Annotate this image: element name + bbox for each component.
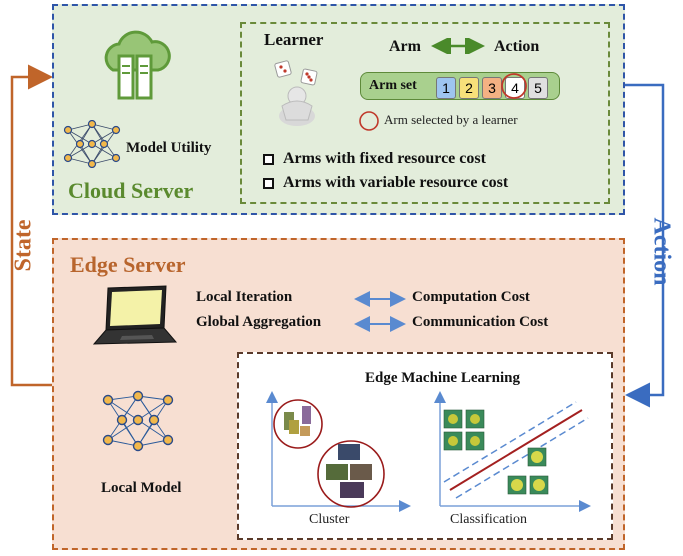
action-label-inner: Action <box>494 38 540 55</box>
iteration-cost-double-arrow <box>354 291 406 307</box>
arm-2[interactable]: 2 <box>459 77 479 99</box>
local-model-label: Local Model <box>101 480 182 496</box>
arm-action-double-arrow <box>431 38 485 54</box>
cloud-server-title: Cloud Server <box>68 178 194 203</box>
aggregation-cost-double-arrow <box>354 316 406 332</box>
model-utility-label: Model Utility <box>126 140 212 156</box>
learner-juggling-dice-icon <box>274 60 318 126</box>
classification-label: Classification <box>450 512 527 527</box>
learner-panel <box>240 22 610 204</box>
arm-set-bar: Arm set 1 2 3 4 5 <box>360 72 560 100</box>
selection-legend-circle-icon <box>359 111 379 131</box>
edge-server-title: Edge Server <box>70 252 186 277</box>
classification-plot <box>434 391 591 512</box>
laptop-icon <box>92 285 178 345</box>
arm-3[interactable]: 3 <box>482 77 502 99</box>
action-label: Action <box>648 217 675 286</box>
fixed-cost-label: Arms with fixed resource cost <box>283 150 486 167</box>
edge-machine-learning-panel <box>237 352 613 540</box>
cluster-label: Cluster <box>309 512 350 527</box>
state-label: State <box>10 219 37 272</box>
neural-network-icon <box>63 120 121 168</box>
arm-label: Arm <box>389 38 421 55</box>
global-aggregation-label: Global Aggregation <box>196 314 322 330</box>
local-iteration-label: Local Iteration <box>196 289 293 305</box>
arm-selected-note: Arm selected by a learner <box>384 112 518 127</box>
edge-ml-title: Edge Machine Learning <box>365 370 521 386</box>
arm-5[interactable]: 5 <box>528 77 548 99</box>
learner-title: Learner <box>264 30 324 49</box>
arm-1[interactable]: 1 <box>436 77 456 99</box>
cloud-server-icon <box>104 30 171 100</box>
communication-cost-label: Communication Cost <box>412 314 549 330</box>
local-model-network-icon <box>102 390 174 452</box>
cluster-plot <box>266 391 411 512</box>
selected-arm-circle <box>501 73 527 99</box>
variable-cost-checkbox <box>263 178 274 189</box>
arm-set-label: Arm set <box>369 78 417 93</box>
computation-cost-label: Computation Cost <box>412 289 530 305</box>
variable-cost-label: Arms with variable resource cost <box>283 174 509 191</box>
fixed-cost-checkbox <box>263 154 274 165</box>
